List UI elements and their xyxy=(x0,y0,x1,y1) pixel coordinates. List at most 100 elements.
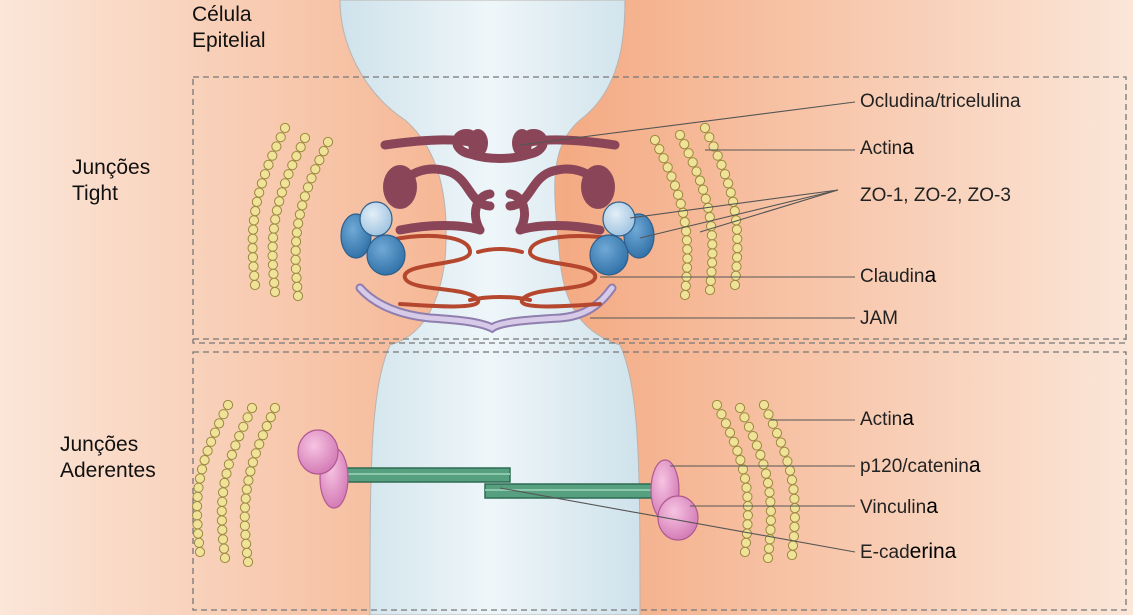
actin-bead xyxy=(272,206,281,215)
actin-bead xyxy=(194,529,203,538)
actin-bead xyxy=(655,145,664,154)
actin-bead xyxy=(675,130,684,139)
actin-bead xyxy=(708,240,717,249)
actin-bead xyxy=(240,503,249,512)
actin-bead xyxy=(241,494,250,503)
actin-bead xyxy=(756,450,765,459)
actin-bead xyxy=(219,544,228,553)
label-occludin: Ocludina/tricelulina xyxy=(860,90,1021,113)
actin-bead xyxy=(683,254,692,263)
actin-bead xyxy=(682,236,691,245)
adherens-junction-line2: Aderentes xyxy=(60,458,156,484)
actin-bead xyxy=(674,190,683,199)
actin-bead xyxy=(740,547,749,556)
actin-bead xyxy=(251,449,260,458)
actin-bead xyxy=(249,262,258,271)
actin-bead xyxy=(720,170,729,179)
actin-bead xyxy=(242,548,251,557)
actin-bead xyxy=(269,269,278,278)
label-p120-suffix: a xyxy=(969,454,981,477)
actin-bead xyxy=(307,174,316,183)
actin-bead xyxy=(707,231,716,240)
actin-bead xyxy=(708,258,717,267)
actin-bead xyxy=(766,497,775,506)
label-jam-text: JAM xyxy=(860,308,898,329)
actin-bead xyxy=(243,557,252,566)
actin-bead xyxy=(764,544,773,553)
actin-bead xyxy=(248,234,257,243)
tight-junction-line1: Junções xyxy=(72,155,150,181)
actin-bead xyxy=(291,246,300,255)
actin-bead xyxy=(292,228,301,237)
actin-bead xyxy=(269,233,278,242)
actin-bead xyxy=(759,400,768,409)
actin-bead xyxy=(200,456,209,465)
actin-bead xyxy=(271,215,280,224)
actin-bead xyxy=(670,181,679,190)
actin-bead xyxy=(319,147,328,156)
actin-bead xyxy=(292,273,301,282)
label-actin-tight-text: Actin xyxy=(860,138,902,159)
actin-bead xyxy=(735,403,744,412)
actin-bead xyxy=(708,249,717,258)
actin-bead xyxy=(193,511,202,520)
actin-bead xyxy=(292,237,301,246)
actin-bead xyxy=(790,513,799,522)
actin-bead xyxy=(650,135,659,144)
actin-bead xyxy=(247,403,256,412)
actin-bead xyxy=(663,163,672,172)
actin-bead xyxy=(258,431,267,440)
actin-bead xyxy=(787,475,796,484)
actin-bead xyxy=(726,188,735,197)
actin-bead xyxy=(220,478,229,487)
actin-bead xyxy=(740,413,749,422)
actin-bead xyxy=(296,143,305,152)
actin-bead xyxy=(748,432,757,441)
actin-bead xyxy=(218,497,227,506)
actin-bead xyxy=(239,422,248,431)
actin-bead xyxy=(218,525,227,534)
actin-bead xyxy=(298,201,307,210)
actin-bead xyxy=(684,149,693,158)
actin-bead xyxy=(763,553,772,562)
actin-bead xyxy=(248,253,257,262)
actin-bead xyxy=(790,522,799,531)
actin-bead xyxy=(721,419,730,428)
actin-bead xyxy=(243,413,252,422)
actin-bead xyxy=(766,525,775,534)
actin-bead xyxy=(699,185,708,194)
label-e-cadherin: E-caderina xyxy=(860,541,956,564)
actin-bead xyxy=(197,465,206,474)
actin-bead xyxy=(692,167,701,176)
actin-bead xyxy=(276,133,285,142)
actin-bead xyxy=(235,432,244,441)
actin-bead xyxy=(203,446,212,455)
actin-bead xyxy=(210,428,219,437)
actin-bead xyxy=(789,532,798,541)
actin-bead xyxy=(713,151,722,160)
actin-bead xyxy=(262,422,271,431)
actin-bead xyxy=(780,447,789,456)
label-e-cadherin-suffix: erina xyxy=(910,540,957,563)
actin-bead xyxy=(195,474,204,483)
actin-bead xyxy=(783,457,792,466)
actin-bead xyxy=(733,234,742,243)
tight-junction-label: Junções Tight xyxy=(72,155,150,207)
actin-bead xyxy=(248,244,257,253)
actin-bead xyxy=(788,541,797,550)
actin-bead xyxy=(257,179,266,188)
label-actin-adherens-suffix: a xyxy=(902,407,914,430)
actin-bead xyxy=(217,507,226,516)
actin-bead xyxy=(293,282,302,291)
actin-bead xyxy=(701,194,710,203)
actin-bead xyxy=(683,245,692,254)
actin-bead xyxy=(249,216,258,225)
actin-bead xyxy=(218,535,227,544)
actin-bead xyxy=(293,291,302,300)
actin-bead xyxy=(717,160,726,169)
actin-bead xyxy=(249,225,258,234)
label-actin-adherens: Actina xyxy=(860,408,914,431)
actin-bead xyxy=(680,140,689,149)
actin-bead xyxy=(294,219,303,228)
actin-bead xyxy=(268,251,277,260)
